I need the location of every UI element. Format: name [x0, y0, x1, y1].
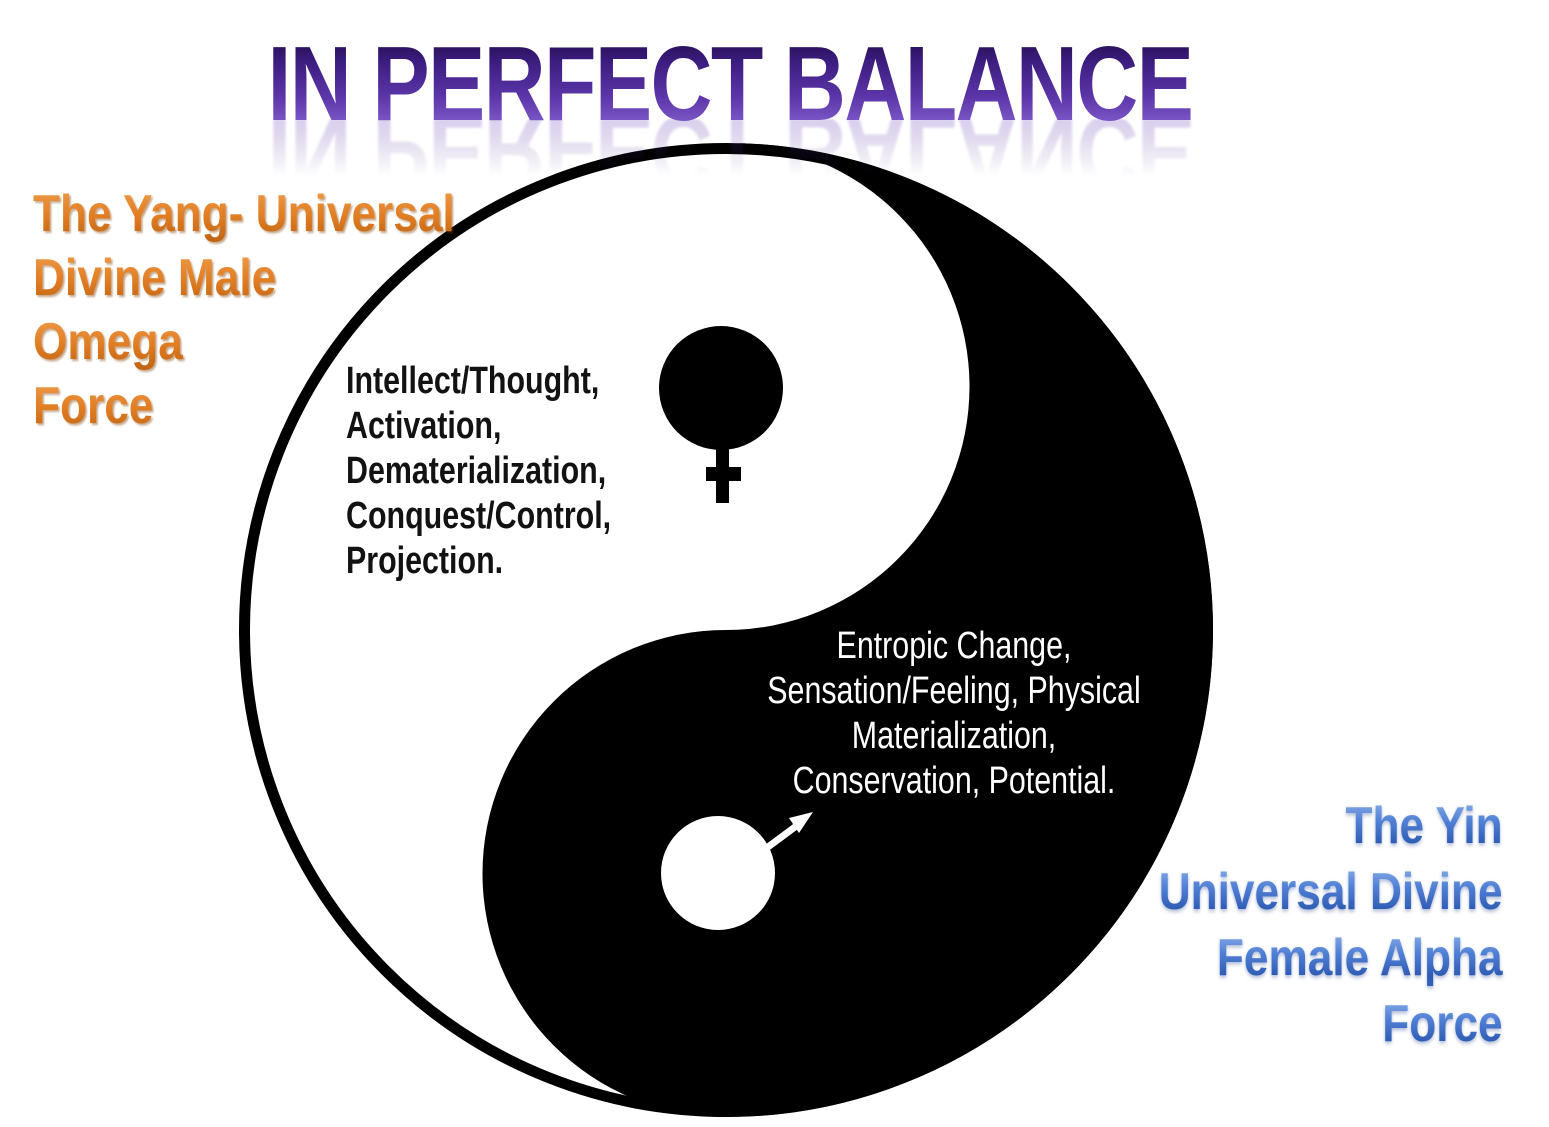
yin-attribute-line: Materialization,	[851, 715, 1057, 757]
title-reflection-text: IN PERFECT BALANCE	[268, 119, 1193, 181]
female-icon	[659, 326, 783, 503]
yang-attribute-line: Projection.	[346, 540, 504, 582]
yang-attribute-line: Activation,	[346, 405, 502, 447]
yang-label-line: The Yang- Universal	[33, 182, 455, 246]
yin-attribute-line: Entropic Change,	[836, 625, 1072, 667]
yang-label-line: Divine Male	[33, 246, 455, 310]
yin-attribute-line: Conservation, Potential.	[792, 760, 1116, 802]
yin-label-line: Female Alpha	[1159, 925, 1503, 991]
yang-label-line: Omega	[33, 310, 455, 374]
yin-label: The Yin Universal Divine Female Alpha Fo…	[1159, 793, 1503, 1057]
yin-label-line: The Yin	[1159, 793, 1503, 859]
yang-label-line: Force	[33, 374, 455, 438]
yang-attribute-line: Conquest/Control,	[346, 495, 612, 537]
yin-attribute-line: Sensation/Feeling, Physical	[767, 670, 1141, 712]
yang-attribute-line: Dematerialization,	[346, 450, 607, 492]
yang-attributes-text: Intellect/Thought, Activation, Demateria…	[346, 359, 611, 584]
title-reflection: IN PERFECT BALANCE	[0, 119, 1460, 181]
yin-label-line: Universal Divine	[1159, 859, 1503, 925]
yang-attribute-line: Intellect/Thought,	[346, 360, 600, 402]
yin-label-line: Force	[1159, 991, 1503, 1057]
male-icon	[661, 812, 813, 930]
yin-attributes-text: Entropic Change, Sensation/Feeling, Phys…	[682, 624, 1226, 804]
page-title-text: IN PERFECT BALANCE	[267, 25, 1194, 143]
page-title: IN PERFECT BALANCE	[0, 31, 1460, 137]
yang-label: The Yang- Universal Divine Male Omega Fo…	[33, 182, 455, 438]
